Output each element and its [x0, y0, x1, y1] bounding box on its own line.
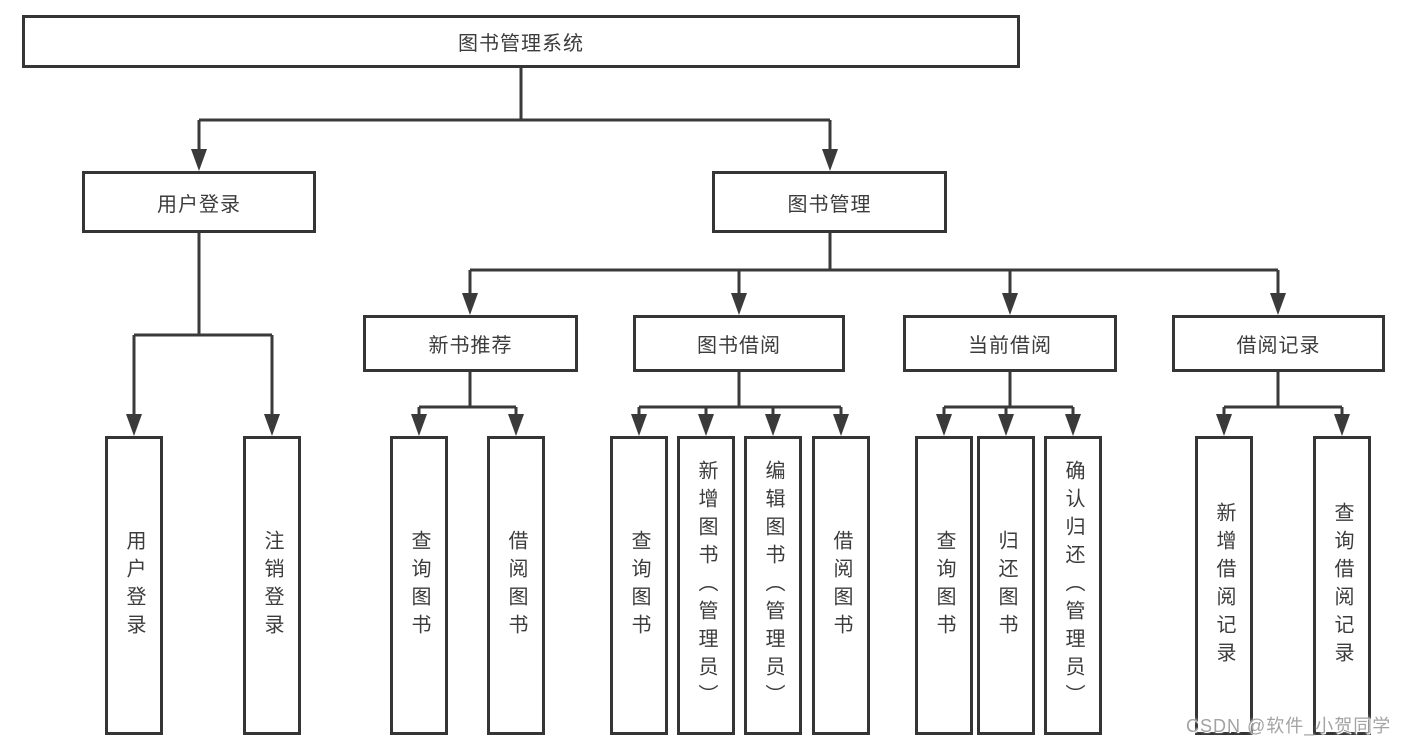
arrowhead — [264, 414, 280, 436]
node-book-mgmt: 图书管理 — [712, 171, 947, 233]
leaf-borrow-books-2: 借阅图书 — [812, 436, 870, 735]
arrowhead — [508, 414, 524, 436]
arrowhead — [126, 414, 142, 436]
leaf-label: 新增图书（管理员） — [695, 459, 717, 712]
arrowhead — [822, 149, 838, 171]
arrowhead — [631, 414, 647, 436]
connector-root — [197, 68, 832, 152]
leaf-confirm-return-admin: 确认归还（管理员） — [1044, 436, 1102, 735]
leaf-label: 确认归还（管理员） — [1062, 459, 1084, 712]
leaf-label: 借阅图书 — [505, 529, 527, 642]
leaf-return-book: 归还图书 — [977, 436, 1035, 735]
leaf-label: 新增借阅记录 — [1213, 501, 1235, 670]
arrowhead — [833, 414, 849, 436]
node-root: 图书管理系统 — [22, 15, 1020, 68]
node-user-login-label: 用户登录 — [157, 193, 241, 216]
leaf-query-borrow-record: 查询借阅记录 — [1313, 436, 1371, 735]
node-book-borrow-label: 图书借阅 — [697, 335, 781, 357]
arrowhead — [936, 414, 952, 436]
leaf-label: 查询图书 — [933, 529, 955, 642]
leaf-label: 编辑图书（管理员） — [762, 459, 784, 712]
leaf-label: 用户登录 — [123, 529, 145, 642]
node-user-login: 用户登录 — [82, 171, 316, 233]
node-book-mgmt-label: 图书管理 — [787, 193, 872, 216]
arrowhead — [462, 293, 478, 315]
node-borrow-record-label: 借阅记录 — [1236, 335, 1321, 357]
arrowhead — [698, 414, 714, 436]
connector-group-1 — [417, 372, 518, 416]
leaf-label: 借阅图书 — [830, 529, 852, 642]
connector-group-2 — [637, 372, 843, 416]
node-current-borrow-label: 当前借阅 — [968, 335, 1052, 357]
leaf-logout: 注销登录 — [243, 436, 301, 735]
arrowhead — [998, 414, 1014, 436]
node-root-label: 图书管理系统 — [458, 33, 584, 55]
connector-login — [132, 233, 274, 416]
node-new-book-rec-label: 新书推荐 — [428, 335, 513, 357]
leaf-label: 注销登录 — [261, 529, 283, 642]
leaf-label: 查询图书 — [628, 529, 650, 642]
leaf-query-books-1: 查询图书 — [390, 436, 448, 735]
leaf-user-login: 用户登录 — [105, 436, 163, 735]
arrowhead — [1216, 414, 1232, 436]
leaf-label: 归还图书 — [995, 529, 1017, 642]
arrowhead — [1065, 414, 1081, 436]
leaf-add-borrow-record: 新增借阅记录 — [1195, 436, 1253, 735]
node-book-borrow: 图书借阅 — [633, 315, 845, 372]
leaf-label: 查询图书 — [408, 529, 430, 642]
leaf-query-books-3: 查询图书 — [915, 436, 973, 735]
arrowhead — [1270, 293, 1286, 315]
leaf-edit-book-admin: 编辑图书（管理员） — [744, 436, 802, 735]
connector-group-3 — [942, 372, 1075, 416]
node-borrow-record: 借阅记录 — [1172, 315, 1385, 372]
arrowhead — [1002, 293, 1018, 315]
arrowhead — [1334, 414, 1350, 436]
arrowhead — [765, 414, 781, 436]
watermark: CSDN @软件_小贺同学 — [1186, 716, 1392, 736]
leaf-borrow-books-1: 借阅图书 — [487, 436, 545, 735]
leaf-query-books-2: 查询图书 — [610, 436, 668, 735]
connector-mgmt — [468, 233, 1280, 295]
leaf-add-book-admin: 新增图书（管理员） — [677, 436, 735, 735]
connector-group-4 — [1222, 372, 1344, 416]
arrowhead — [191, 149, 207, 171]
node-new-book-rec: 新书推荐 — [363, 315, 578, 372]
node-current-borrow: 当前借阅 — [903, 315, 1117, 372]
arrowhead — [731, 293, 747, 315]
arrowhead — [411, 414, 427, 436]
leaf-label: 查询借阅记录 — [1331, 501, 1353, 670]
